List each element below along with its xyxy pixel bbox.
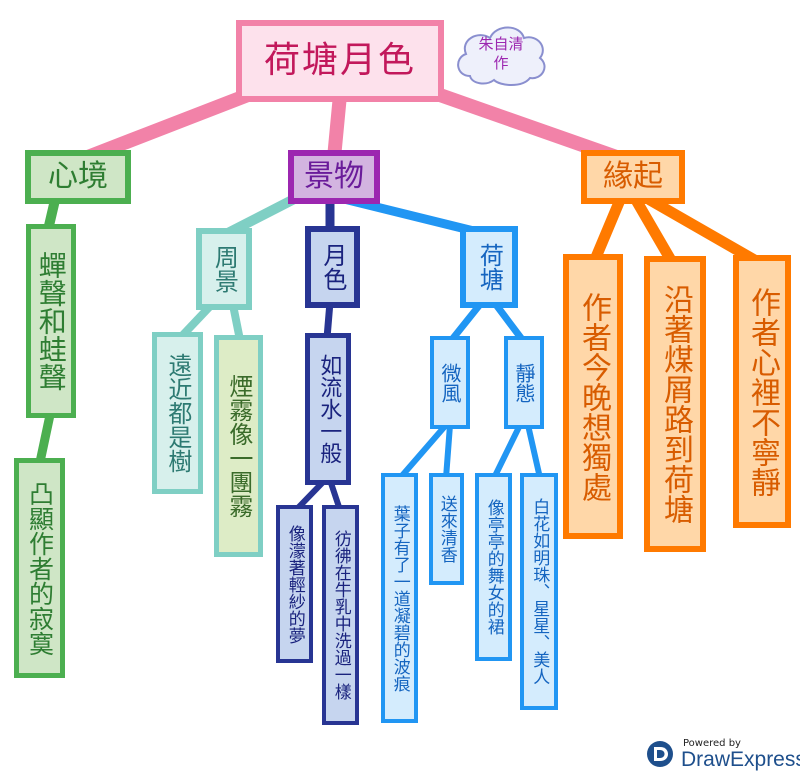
pond-breeze[interactable]: 微風 — [430, 336, 470, 429]
scenery-surroundings[interactable]: 周景 — [196, 228, 252, 310]
pond-still[interactable]: 靜態 — [504, 336, 544, 429]
author-name: 朱自清作 — [478, 35, 524, 72]
still-item-1[interactable]: 像亭亭的舞女的裙 — [475, 473, 512, 661]
surroundings-item-1[interactable]: 遠近都是樹 — [152, 332, 203, 494]
mood-item-2[interactable]: 凸顯作者的寂寞 — [14, 458, 65, 678]
moonlight-item-2[interactable]: 像濛著輕紗的夢 — [276, 505, 313, 663]
scenery-pond[interactable]: 荷塘 — [460, 226, 518, 308]
origin-item-3[interactable]: 作者心裡不寧靜 — [733, 255, 791, 528]
branch-origin[interactable]: 緣起 — [581, 150, 685, 204]
link-root-mood — [73, 81, 273, 167]
powered-by-text: Powered by — [683, 738, 741, 749]
branch-mood[interactable]: 心境 — [25, 150, 131, 204]
breeze-item-1[interactable]: 葉子有了一道凝碧的波痕 — [381, 473, 418, 723]
mood-item-1[interactable]: 蟬聲和蛙聲 — [26, 224, 76, 418]
drawexpress-branding: Powered by DrawExpress — [645, 735, 800, 771]
moonlight-item-3[interactable]: 彷彿在牛乳中洗過一樣 — [322, 505, 359, 725]
branch-scenery[interactable]: 景物 — [288, 150, 380, 204]
origin-item-1[interactable]: 作者今晚想獨處 — [563, 254, 623, 539]
still-item-2[interactable]: 白花如明珠、星星、美人 — [520, 473, 558, 710]
root-topic[interactable]: 荷塘月色 — [236, 20, 444, 102]
drawexpress-logo-icon — [647, 741, 673, 767]
cloud-shape — [457, 26, 546, 86]
surroundings-item-2[interactable]: 煙霧像一團霧 — [214, 335, 263, 557]
origin-item-2[interactable]: 沿著煤屑路到荷塘 — [644, 256, 706, 552]
drawexpress-wordmark: DrawExpress — [681, 748, 800, 771]
scenery-moonlight[interactable]: 月色 — [305, 226, 360, 308]
breeze-item-2[interactable]: 送來清香 — [429, 473, 464, 585]
link-root-scenery — [327, 88, 347, 165]
link-root-origin — [413, 81, 632, 167]
author-cloud: 朱自清作 — [450, 18, 552, 90]
moonlight-item-1[interactable]: 如流水一般 — [305, 333, 351, 485]
